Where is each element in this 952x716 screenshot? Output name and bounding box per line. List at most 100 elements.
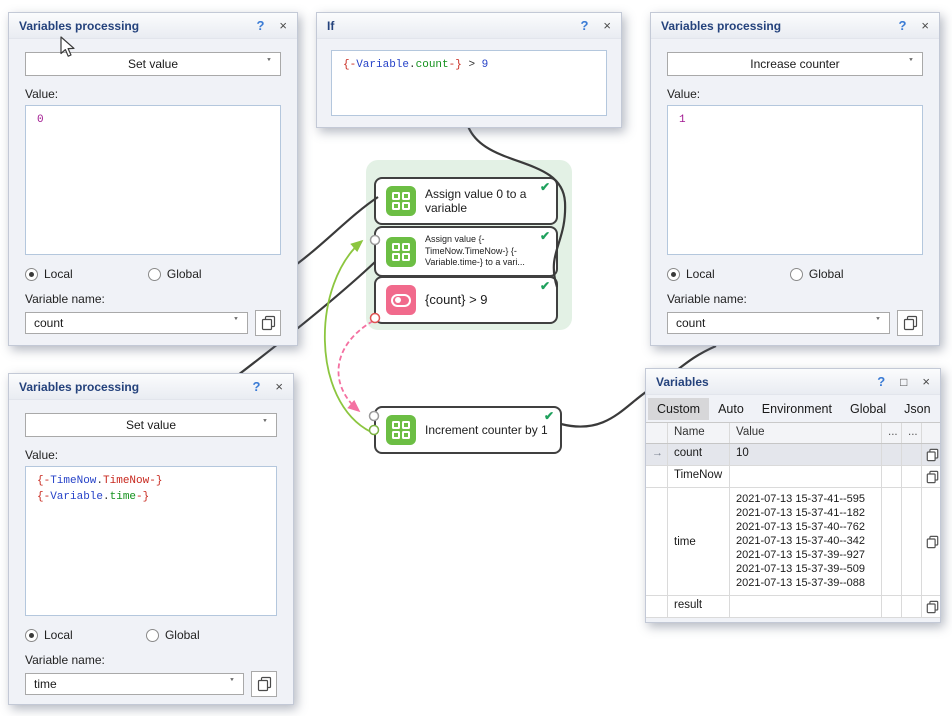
help-icon[interactable]: ?	[898, 18, 907, 33]
value-label: Value:	[667, 87, 701, 101]
global-radio[interactable]: Global	[789, 267, 913, 281]
help-icon[interactable]: ?	[256, 18, 265, 33]
copy-icon	[903, 315, 917, 331]
copy-variable-button[interactable]	[255, 310, 281, 336]
node-increment[interactable]: Increment counter by 1 ✔	[374, 406, 562, 454]
variable-value-cell[interactable]: 2021-07-13 15-37-41--595 2021-07-13 15-3…	[730, 488, 882, 595]
variable-name-cell[interactable]: time	[668, 488, 730, 595]
variable-value-cell[interactable]	[730, 466, 882, 487]
variable-name-cell[interactable]: result	[668, 596, 730, 617]
panel-titlebar: Variables ? □ ×	[646, 369, 940, 395]
maximize-icon[interactable]: □	[900, 374, 908, 389]
value-textarea[interactable]: {-TimeNow.TimeNow-} {-Variable.time-}	[25, 466, 277, 616]
action-dropdown-value: Increase counter	[750, 57, 840, 71]
copy-icon	[257, 676, 271, 692]
node-assign-time[interactable]: Assign value {-TimeNow.TimeNow-} {-Varia…	[374, 226, 558, 277]
value-textarea[interactable]: 1	[667, 105, 923, 255]
chevron-down-icon: ▼	[908, 57, 914, 63]
copy-icon	[926, 600, 938, 613]
value-textarea[interactable]: 0	[25, 105, 281, 255]
varname-combobox[interactable]: count ▼	[667, 312, 890, 334]
help-icon[interactable]: ?	[580, 18, 589, 33]
varname-combobox[interactable]: count ▼	[25, 312, 248, 334]
node-label: {count} > 9	[425, 292, 488, 308]
success-check-icon: ✔	[539, 180, 550, 194]
radio-icon	[789, 267, 803, 281]
value-label: Value:	[25, 448, 59, 462]
scope-radio-group: Local Global	[25, 628, 277, 642]
varname-combobox[interactable]: time ▼	[25, 673, 244, 695]
radio-icon	[147, 267, 161, 281]
if-condition-icon	[386, 285, 416, 315]
copy-row-button[interactable]	[922, 466, 942, 487]
panel-title: Variables processing	[661, 18, 782, 33]
chevron-down-icon: ▼	[875, 316, 881, 322]
variables-tabs: Custom Auto Environment Global Json + ▼	[646, 395, 940, 422]
tab-json[interactable]: Json	[904, 401, 931, 416]
copy-variable-button[interactable]	[897, 310, 923, 336]
copy-icon	[926, 448, 938, 461]
value-label: Value:	[25, 87, 59, 101]
tab-auto[interactable]: Auto	[718, 401, 744, 416]
variable-name-cell[interactable]: TimeNow	[668, 466, 730, 487]
table-row-result[interactable]: result	[646, 596, 940, 618]
close-icon[interactable]: ×	[275, 379, 283, 394]
copy-row-button[interactable]	[922, 488, 942, 595]
value-column-header[interactable]: Value	[730, 423, 882, 443]
close-icon[interactable]: ×	[603, 18, 611, 33]
help-icon[interactable]: ?	[877, 374, 886, 389]
chevron-down-icon: ▼	[266, 57, 272, 63]
panel-if: If ? × {-Variable.count-} > 9	[316, 12, 622, 128]
node-condition[interactable]: {count} > 9 ✔	[374, 276, 558, 324]
copy-row-button[interactable]	[922, 444, 942, 465]
varname-value: count	[34, 316, 64, 330]
local-radio[interactable]: Local	[25, 628, 146, 642]
edge-loop-green	[323, 239, 372, 433]
extra-column-header[interactable]: ...	[902, 423, 922, 443]
global-radio[interactable]: Global	[147, 267, 271, 281]
chevron-down-icon: ▼	[233, 316, 239, 322]
copy-variable-button[interactable]	[251, 671, 277, 697]
action-dropdown[interactable]: Set value ▼	[25, 52, 281, 76]
extra-column-header[interactable]: ...	[882, 423, 902, 443]
panel-variables-processing-increase: Variables processing ? × Increase counte…	[650, 12, 940, 346]
name-column-header[interactable]: Name	[668, 423, 730, 443]
condition-expression-input[interactable]: {-Variable.count-} > 9	[331, 50, 607, 116]
action-dropdown-value: Set value	[127, 57, 179, 71]
copy-row-button[interactable]	[922, 596, 942, 617]
variable-name-cell[interactable]: count	[668, 444, 730, 465]
action-dropdown[interactable]: Set value ▼	[25, 413, 277, 437]
panel-variables-processing-set-count: Variables processing ? × Set value ▼ Val…	[8, 12, 298, 346]
tab-global[interactable]: Global	[849, 401, 887, 416]
local-radio[interactable]: Local	[25, 267, 148, 281]
global-radio[interactable]: Global	[145, 628, 267, 642]
close-icon[interactable]: ×	[922, 374, 930, 389]
close-icon[interactable]: ×	[921, 18, 929, 33]
table-row-count[interactable]: → count 10	[646, 444, 940, 466]
node-assign-zero[interactable]: Assign value 0 to a variable ✔	[374, 177, 558, 225]
variable-value-cell[interactable]	[730, 596, 882, 617]
radio-icon	[145, 628, 159, 642]
help-icon[interactable]: ?	[252, 379, 261, 394]
action-dropdown[interactable]: Increase counter ▼	[667, 52, 923, 76]
close-icon[interactable]: ×	[279, 18, 287, 33]
varname-label: Variable name:	[25, 653, 105, 667]
panel-titlebar: Variables processing ? ×	[9, 13, 297, 39]
variable-value-cell[interactable]: 10	[730, 444, 882, 465]
panel-variables-processing-set-time: Variables processing ? × Set value ▼ Val…	[8, 373, 294, 705]
edge-to-assign-zero	[285, 196, 379, 273]
radio-selected-icon	[25, 628, 38, 642]
variables-processing-icon	[386, 186, 416, 216]
tab-custom[interactable]: Custom	[648, 397, 710, 420]
tab-environment[interactable]: Environment	[761, 401, 832, 416]
radio-selected-icon	[25, 267, 38, 281]
table-row-timenow[interactable]: TimeNow	[646, 466, 940, 488]
local-radio[interactable]: Local	[667, 267, 790, 281]
action-dropdown-value: Set value	[125, 418, 177, 432]
panel-variables: Variables ? □ × Custom Auto Environment …	[645, 368, 941, 623]
varname-value: count	[676, 316, 706, 330]
copy-column-header	[922, 423, 942, 443]
table-row-time[interactable]: time 2021-07-13 15-37-41--595 2021-07-13…	[646, 488, 940, 596]
current-row-arrow-icon: →	[646, 444, 668, 465]
